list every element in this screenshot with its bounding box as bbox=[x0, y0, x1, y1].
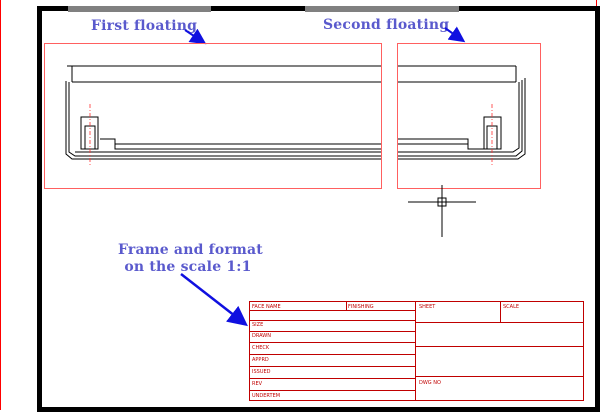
title-block: FACE NAME SIZE DRAWN CHECK APPRD ISSUED … bbox=[249, 301, 584, 401]
sheet-edge-left bbox=[0, 0, 1, 410]
title-block-row-line bbox=[250, 378, 416, 379]
title-block-divider bbox=[346, 302, 347, 310]
tb-finishing: FINISHING bbox=[348, 304, 374, 310]
layout-tab-strip[interactable] bbox=[68, 6, 211, 12]
first-floating-viewport[interactable] bbox=[44, 43, 382, 189]
crosshair-cursor-icon bbox=[408, 185, 476, 237]
tb-apprd: APPRD bbox=[252, 357, 269, 363]
part-drawing-left bbox=[65, 65, 381, 166]
first-viewport-annotation: First floating bbox=[91, 18, 198, 34]
title-block-row-line bbox=[250, 310, 416, 311]
title-block-row-line bbox=[250, 342, 416, 343]
tb-dwg-no: DWG NO bbox=[419, 380, 441, 386]
arrow-icon bbox=[184, 28, 207, 45]
second-viewport-annotation: Second floating bbox=[323, 17, 450, 33]
title-block-divider bbox=[500, 302, 501, 322]
title-block-row-line bbox=[250, 366, 416, 367]
tb-issued: ISSUED bbox=[252, 369, 271, 375]
frame-format-annotation: Frame and format on the scale 1:1 bbox=[118, 242, 263, 276]
tb-scale: SCALE bbox=[503, 304, 520, 310]
title-block-row-line bbox=[415, 346, 583, 347]
title-block-row-line bbox=[415, 376, 583, 377]
title-block-row-line bbox=[250, 331, 416, 332]
part-drawing-right bbox=[398, 65, 526, 166]
frame-format-line-1: Frame and format bbox=[118, 242, 263, 258]
tb-sheet: SHEET bbox=[419, 304, 436, 310]
tb-drawn: DRAWN bbox=[252, 333, 271, 339]
frame-format-line-2: on the scale 1:1 bbox=[124, 259, 252, 275]
tb-face-name: FACE NAME bbox=[252, 304, 281, 310]
arrow-icon bbox=[180, 273, 248, 327]
second-floating-viewport[interactable] bbox=[397, 43, 541, 189]
title-block-row-line bbox=[250, 354, 416, 355]
title-block-divider bbox=[415, 302, 416, 400]
title-block-row-line bbox=[250, 390, 416, 391]
tb-undertem: UNDERTEM bbox=[252, 393, 281, 399]
tb-rev: REV bbox=[252, 381, 263, 387]
title-block-row-line bbox=[250, 320, 416, 321]
layout-tab-strip[interactable] bbox=[305, 6, 459, 12]
tb-size: SIZE bbox=[252, 322, 264, 328]
tb-check: CHECK bbox=[252, 345, 270, 351]
arrow-icon bbox=[444, 26, 466, 43]
title-block-row-line bbox=[415, 322, 583, 323]
